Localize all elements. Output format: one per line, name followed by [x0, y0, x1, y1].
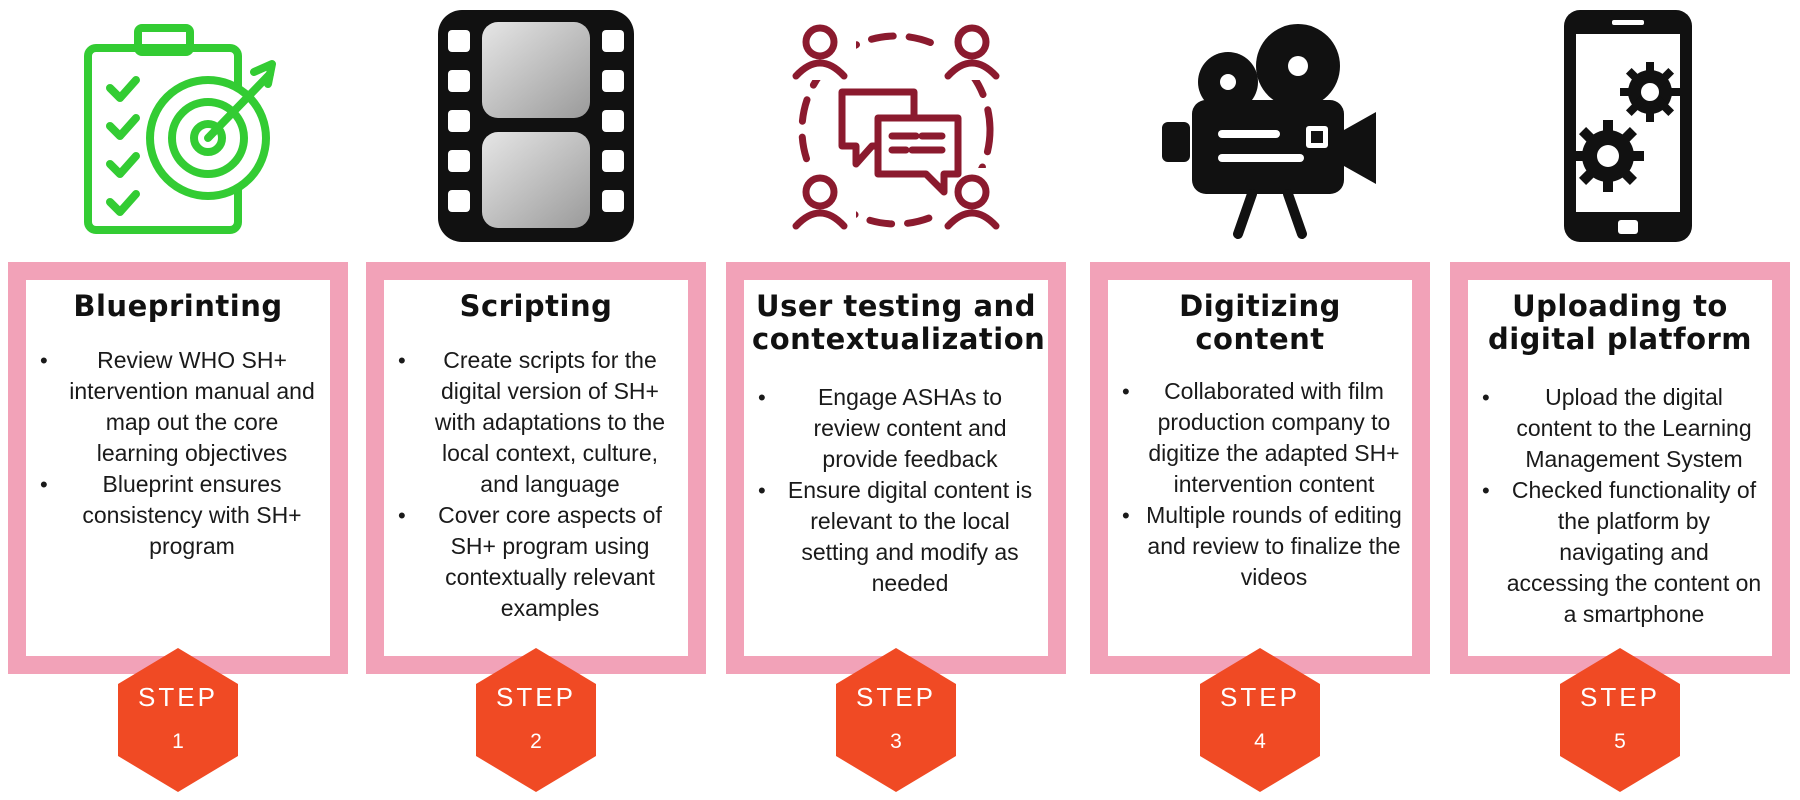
bullet-item: Review WHO SH+ intervention manual and m… — [40, 345, 320, 469]
step-bullets: Create scripts for the digital version o… — [398, 345, 678, 624]
step-badge: STEP 2 — [476, 648, 596, 792]
bullet-item: Cover core aspects of SH+ program using … — [398, 500, 678, 624]
badge-label: STEP — [496, 682, 576, 712]
badge-label: STEP — [138, 682, 218, 712]
bullet-item: Collaborated with film production compan… — [1122, 376, 1402, 500]
step-uploading: Uploading to digital platform Upload the… — [1450, 0, 1790, 800]
badge-label: STEP — [1220, 682, 1300, 712]
step-badge: STEP 3 — [836, 648, 956, 792]
step-title: Digitizing content — [1179, 289, 1341, 356]
bullet-item: Create scripts for the digital version o… — [398, 345, 678, 500]
bullet-item: Blueprint ensures consistency with SH+ p… — [40, 469, 320, 562]
group-discussion-icon — [776, 8, 1016, 246]
badge-number: 3 — [890, 730, 902, 753]
bullet-item: Engage ASHAs to review content and provi… — [758, 382, 1038, 475]
film-camera-icon — [1140, 8, 1380, 246]
step-scripting: Scripting Create scripts for the digital… — [366, 0, 706, 800]
step-blueprinting: Blueprinting Review WHO SH+ intervention… — [8, 0, 348, 800]
hexagon-shape — [836, 648, 956, 792]
step-badge: STEP 5 — [1560, 648, 1680, 792]
hexagon-shape — [118, 648, 238, 792]
bullet-item: Ensure digital content is relevant to th… — [758, 475, 1038, 599]
badge-number: 5 — [1614, 730, 1626, 753]
step-bullets: Collaborated with film production compan… — [1122, 376, 1402, 593]
step-bullets: Engage ASHAs to review content and provi… — [758, 382, 1038, 599]
step-digitizing: Digitizing content Collaborated with fil… — [1090, 0, 1430, 800]
clipboard-target-icon — [58, 8, 298, 246]
smartphone-gears-icon — [1500, 8, 1740, 246]
step-card: Scripting Create scripts for the digital… — [366, 262, 706, 674]
step-badge: STEP 1 — [118, 648, 238, 792]
step-card: User testing and contextualization Engag… — [726, 262, 1066, 674]
badge-label: STEP — [856, 682, 936, 712]
badge-number: 4 — [1254, 730, 1266, 753]
step-bullets: Review WHO SH+ intervention manual and m… — [40, 345, 320, 562]
step-title: Blueprinting — [73, 289, 283, 323]
step-user-testing: User testing and contextualization Engag… — [726, 0, 1066, 800]
bullet-item: Multiple rounds of editing and review to… — [1122, 500, 1402, 593]
step-card: Digitizing content Collaborated with fil… — [1090, 262, 1430, 674]
hexagon-shape — [1560, 648, 1680, 792]
badge-label: STEP — [1580, 682, 1660, 712]
step-title: Uploading to digital platform — [1487, 289, 1753, 356]
badge-number: 1 — [172, 730, 184, 753]
hexagon-shape — [1200, 648, 1320, 792]
film-strip-icon — [416, 8, 656, 246]
step-card: Blueprinting Review WHO SH+ intervention… — [8, 262, 348, 674]
bullet-item: Checked functionality of the platform by… — [1482, 475, 1762, 630]
hexagon-shape — [476, 648, 596, 792]
step-badge: STEP 4 — [1200, 648, 1320, 792]
badge-number: 2 — [530, 730, 542, 753]
step-bullets: Upload the digital content to the Learni… — [1482, 382, 1762, 630]
step-card: Uploading to digital platform Upload the… — [1450, 262, 1790, 674]
step-title: Scripting — [459, 289, 613, 323]
bullet-item: Upload the digital content to the Learni… — [1482, 382, 1762, 475]
step-title: User testing and contextualization — [752, 289, 1046, 356]
